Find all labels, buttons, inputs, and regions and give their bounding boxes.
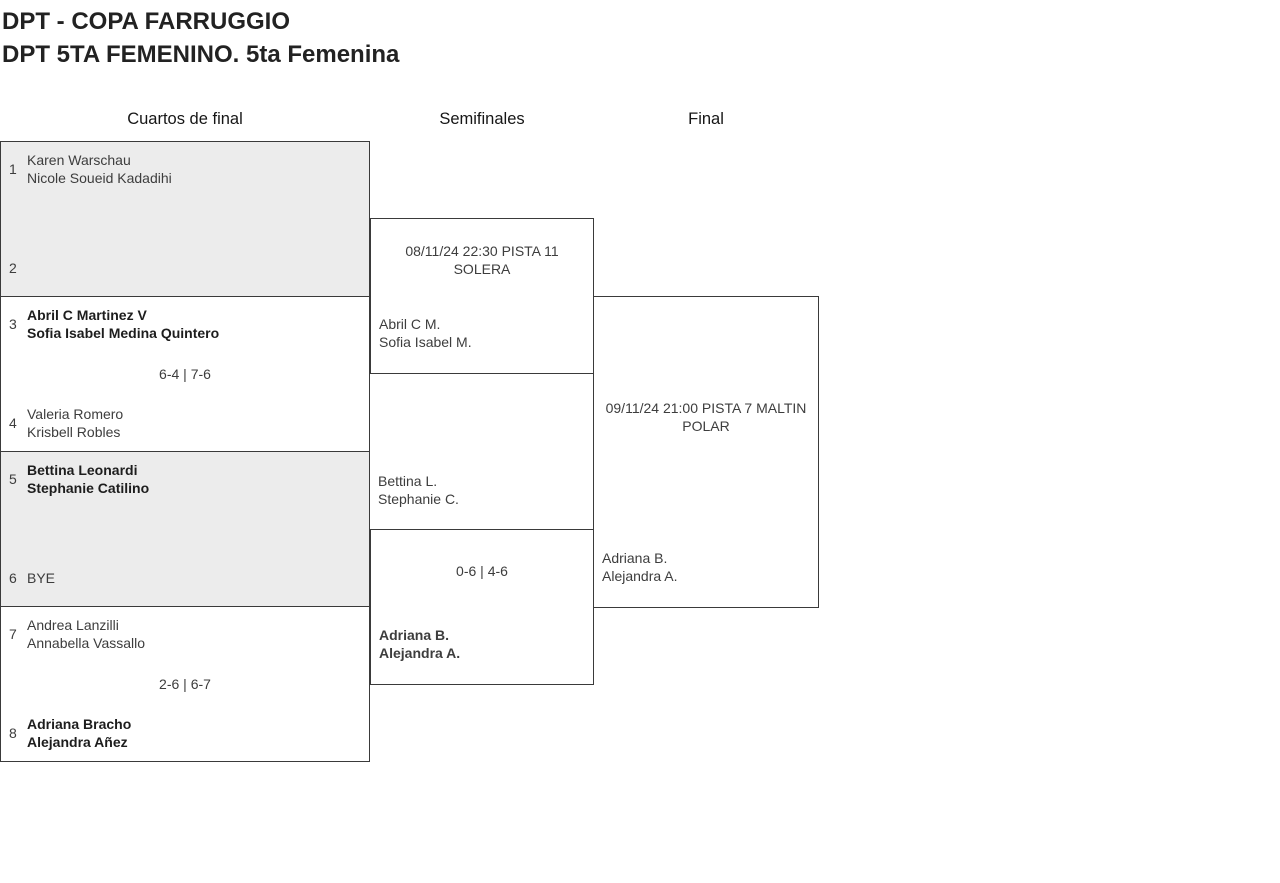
player-name: Sofia Isabel Medina Quintero	[27, 325, 220, 341]
player-name: Nicole Soueid Kadadihi	[27, 170, 172, 186]
player-names: Adriana B. Alejandra A.	[602, 549, 678, 585]
player-name: Krisbell Robles	[27, 424, 121, 440]
player-name: Alejandra Añez	[27, 734, 128, 750]
player-names: Andrea Lanzilli Annabella Vassallo	[27, 616, 145, 652]
player-name: Stephanie Catilino	[27, 480, 150, 496]
player-names: Karen Warschau Nicole Soueid Kadadihi	[27, 151, 172, 187]
player-name: Alejandra A.	[379, 645, 461, 661]
player-name: Adriana Bracho	[27, 716, 132, 732]
player-names-winner: Adriana B. Alejandra A.	[379, 626, 460, 662]
match-score: 2-6 | 6-7	[159, 676, 211, 692]
player-names-winner: Bettina Leonardi Stephanie Catilino	[27, 461, 149, 497]
player-names: BYE	[27, 560, 55, 596]
qf4-bottom-slot: 8 Adriana Bracho Alejandra Añez	[1, 715, 369, 751]
final-match: 09/11/24 21:00 PISTA 7 MALTIN POLAR Adri…	[593, 296, 819, 608]
qf3-top-slot: 5 Bettina Leonardi Stephanie Catilino	[1, 461, 369, 497]
sf-match-1: 08/11/24 22:30 PISTA 11 SOLERA Abril C M…	[370, 218, 594, 374]
player-names-winner: Adriana Bracho Alejandra Añez	[27, 715, 131, 751]
seed-label: 7	[9, 626, 17, 642]
seed-label: 8	[9, 725, 17, 741]
seed-label: 6	[9, 570, 17, 586]
player-names-winner: Abril C Martinez V Sofia Isabel Medina Q…	[27, 306, 219, 342]
player-name: Abril C Martinez V	[27, 307, 147, 323]
qf-match-3: 5 Bettina Leonardi Stephanie Catilino 6 …	[0, 451, 370, 607]
match-score: 0-6 | 4-6	[456, 563, 508, 579]
player-name: Sofia Isabel M.	[379, 334, 472, 350]
sf2-top-player-names: Bettina L. Stephanie C.	[378, 472, 459, 508]
seed-label: 2	[9, 260, 17, 276]
qf2-bottom-slot: 4 Valeria Romero Krisbell Robles	[1, 405, 369, 441]
seed-label: 4	[9, 415, 17, 431]
player-name: Annabella Vassallo	[27, 635, 146, 651]
match-score: 6-4 | 7-6	[159, 366, 211, 382]
player-name: Adriana B.	[602, 550, 668, 566]
match-schedule: 09/11/24 21:00 PISTA 7 MALTIN POLAR	[605, 400, 807, 434]
qf-match-1: 1 Karen Warschau Nicole Soueid Kadadihi …	[0, 141, 370, 297]
qf3-bottom-slot: 6 BYE	[1, 560, 369, 596]
qf1-bottom-slot: 2	[1, 250, 369, 286]
sf-match-2: 0-6 | 4-6 Adriana B. Alejandra A.	[370, 529, 594, 685]
qf-match-4: 7 Andrea Lanzilli Annabella Vassallo 2-6…	[0, 606, 370, 762]
player-names: Valeria Romero Krisbell Robles	[27, 405, 123, 441]
qf4-top-slot: 7 Andrea Lanzilli Annabella Vassallo	[1, 616, 369, 652]
round-header-semifinales: Semifinales	[439, 110, 525, 128]
page-title: DPT - COPA FARRUGGIO	[2, 8, 290, 35]
player-name: Alejandra A.	[602, 568, 678, 584]
qf1-top-slot: 1 Karen Warschau Nicole Soueid Kadadihi	[1, 151, 369, 187]
player-name: Karen Warschau	[27, 152, 131, 168]
qf-match-2: 3 Abril C Martinez V Sofia Isabel Medina…	[0, 296, 370, 452]
player-name: Bettina Leonardi	[27, 462, 138, 478]
player-name: Abril C M.	[379, 316, 441, 332]
player-name: Bettina L.	[378, 473, 438, 489]
seed-label: 3	[9, 316, 17, 332]
match-schedule: 08/11/24 22:30 PISTA 11 SOLERA	[405, 243, 559, 277]
qf2-top-slot: 3 Abril C Martinez V Sofia Isabel Medina…	[1, 306, 369, 342]
round-header-final: Final	[688, 110, 724, 128]
player-name: BYE	[27, 570, 56, 586]
page-subtitle: DPT 5TA FEMENINO. 5ta Femenina	[2, 41, 400, 68]
player-name: Valeria Romero	[27, 406, 124, 422]
seed-label: 1	[9, 161, 17, 177]
player-name: Stephanie C.	[378, 491, 459, 507]
seed-label: 5	[9, 471, 17, 487]
quarterfinals-column: 1 Karen Warschau Nicole Soueid Kadadihi …	[0, 141, 370, 762]
round-header-cuartos: Cuartos de final	[127, 110, 243, 128]
player-name: Andrea Lanzilli	[27, 617, 119, 633]
player-name: Adriana B.	[379, 627, 450, 643]
player-names: Abril C M. Sofia Isabel M.	[379, 315, 472, 351]
